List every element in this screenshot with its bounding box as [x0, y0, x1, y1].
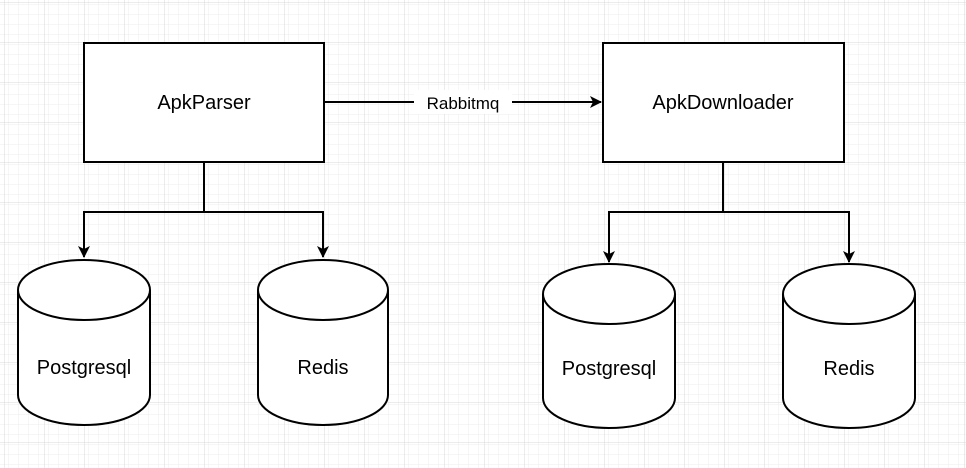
- left-postgresql-label: Postgresql: [37, 357, 132, 379]
- left-redis-database[interactable]: Redis: [257, 259, 389, 426]
- right-postgresql-database[interactable]: Postgresql: [542, 263, 676, 429]
- right-redis-database[interactable]: Redis: [782, 263, 916, 429]
- apkparser-to-postgresql-arrow: [78, 163, 205, 258]
- apkparser-label: ApkParser: [157, 92, 251, 114]
- apkparser-node[interactable]: ApkParser: [83, 42, 325, 163]
- apkdownloader-label: ApkDownloader: [652, 92, 794, 114]
- connector-label-background: [414, 90, 512, 114]
- left-redis-label: Redis: [297, 357, 348, 379]
- rabbitmq-label: Rabbitmq: [427, 94, 500, 113]
- rabbitmq-connector[interactable]: Rabbitmq: [325, 90, 602, 114]
- left-postgresql-database[interactable]: Postgresql: [17, 259, 151, 426]
- apkparser-storage-connectors: [78, 163, 329, 258]
- right-redis-label: Redis: [823, 358, 874, 380]
- apkdownloader-to-redis-arrow: [723, 211, 855, 263]
- apkparser-to-redis-arrow: [204, 211, 329, 258]
- right-postgresql-label: Postgresql: [562, 358, 657, 380]
- apkdownloader-storage-connectors: [603, 163, 855, 263]
- apkdownloader-to-postgresql-arrow: [603, 163, 724, 263]
- apkdownloader-node[interactable]: ApkDownloader: [602, 42, 845, 163]
